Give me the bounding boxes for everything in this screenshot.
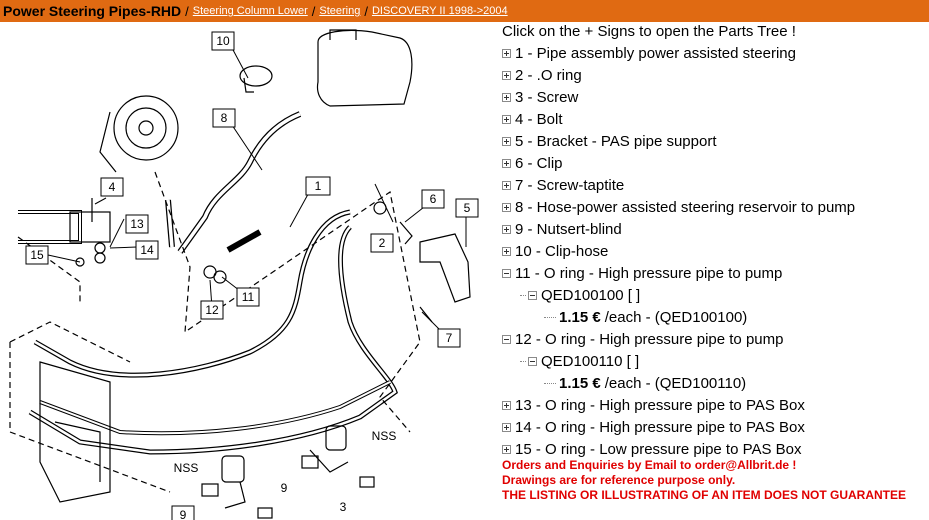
breadcrumb-steering-column-lower[interactable]: Steering Column Lower [192,5,308,17]
note-nss-left: NSS [174,461,199,475]
label-9-bottom: 9 [281,481,288,495]
bracket-5-drawing [419,233,471,303]
tree-item[interactable]: 14 - O ring - High pressure pipe to PAS … [502,416,929,438]
steering-box-drawing [39,361,111,503]
collapse-icon[interactable] [502,268,511,278]
callout-6: 6 [430,192,437,206]
price-row: 1.15 €/each - (QED100110) [502,372,929,394]
tree-intro: Click on the + Signs to open the Parts T… [502,23,796,40]
notice-orders: Orders and Enquiries by Email to order@A… [502,458,797,472]
tree-item-expanded[interactable]: 12 - O ring - High pressure pipe to pump [502,328,929,350]
collapse-icon[interactable] [528,290,537,300]
expand-icon[interactable] [502,180,511,190]
price-suffix: /each - (QED100110) [604,374,747,392]
callout-7: 7 [446,331,453,345]
breadcrumb-separator: / [185,3,189,19]
reservoir-drawing [316,29,413,107]
expand-icon[interactable] [502,400,511,410]
callout-9-box: 9 [180,508,187,520]
tree-item[interactable]: 8 - Hose-power assisted steering reservo… [502,196,929,218]
expand-icon[interactable] [502,422,511,432]
note-nss-right: NSS [372,429,397,443]
price-suffix: /each - (QED100100) [604,308,748,326]
part-number-row[interactable]: QED100110 [ ] [502,350,929,372]
breadcrumb-separator: / [311,3,316,19]
breadcrumb-separator: / [364,3,368,19]
expand-icon[interactable] [502,158,511,168]
tree-item-expanded[interactable]: 11 - O ring - High pressure pipe to pump [502,262,929,284]
callout-5: 5 [464,201,471,215]
callout-11: 11 [242,290,255,304]
page-header: Power Steering Pipes-RHD / Steering Colu… [0,0,929,22]
part-number-row[interactable]: QED100100 [ ] [502,284,929,306]
collapse-icon[interactable] [502,334,511,344]
callout-8: 8 [221,111,228,125]
expand-icon[interactable] [502,114,511,124]
notice-block: Orders and Enquiries by Email to order@A… [502,458,929,503]
tree-item[interactable]: 10 - Clip-hose [502,240,929,262]
expand-icon[interactable] [502,92,511,102]
tree-item[interactable]: 5 - Bracket - PAS pipe support [502,130,929,152]
tree-item[interactable]: 1 - Pipe assembly power assisted steerin… [502,42,929,64]
notice-drawings: Drawings are for reference purpose only. [502,473,736,487]
hose-8-drawing [177,111,302,254]
parts-diagram: 10 8 1 2 6 5 7 4 13 14 15 11 12 9 NSS NS… [9,29,479,520]
expand-icon[interactable] [502,48,511,58]
callout-15: 15 [30,248,44,262]
callout-14: 14 [140,243,154,257]
tree-item[interactable]: 4 - Bolt [502,108,929,130]
pump-pulley [113,95,179,161]
callout-10: 10 [216,34,230,48]
expand-icon[interactable] [502,202,511,212]
reservoir-cap [329,29,357,40]
tree-item[interactable]: 7 - Screw-taptite [502,174,929,196]
tree-item[interactable]: 13 - O ring - High pressure pipe to PAS … [502,394,929,416]
callout-1: 1 [315,179,322,193]
price-value: 1.15 € [559,308,601,326]
notice-disclaimer: THE LISTING OR ILLUSTRATING OF AN ITEM D… [502,488,906,502]
price-row: 1.15 €/each - (QED100100) [502,306,929,328]
expand-icon[interactable] [502,224,511,234]
expand-icon[interactable] [502,70,511,80]
tree-item[interactable]: 3 - Screw [502,86,929,108]
expand-icon[interactable] [502,246,511,256]
callout-12: 12 [205,303,219,317]
tree-item[interactable]: 15 - O ring - Low pressure pipe to PAS B… [502,438,929,460]
callout-2: 2 [379,236,386,250]
page-title: Power Steering Pipes-RHD [3,3,182,19]
tree-item[interactable]: 6 - Clip [502,152,929,174]
expand-icon[interactable] [502,136,511,146]
tree-item[interactable]: 2 - .O ring [502,64,929,86]
breadcrumb-discovery-ii[interactable]: DISCOVERY II 1998->2004 [371,5,508,17]
callout-13: 13 [130,217,144,231]
callout-4: 4 [109,180,116,194]
price-value: 1.15 € [559,374,601,392]
collapse-icon[interactable] [528,356,537,366]
expand-icon[interactable] [502,444,511,454]
breadcrumb-steering[interactable]: Steering [319,5,361,17]
tree-item[interactable]: 9 - Nutsert-blind [502,218,929,240]
label-3-bottom: 3 [340,500,347,514]
parts-tree: Click on the + Signs to open the Parts T… [502,23,929,460]
